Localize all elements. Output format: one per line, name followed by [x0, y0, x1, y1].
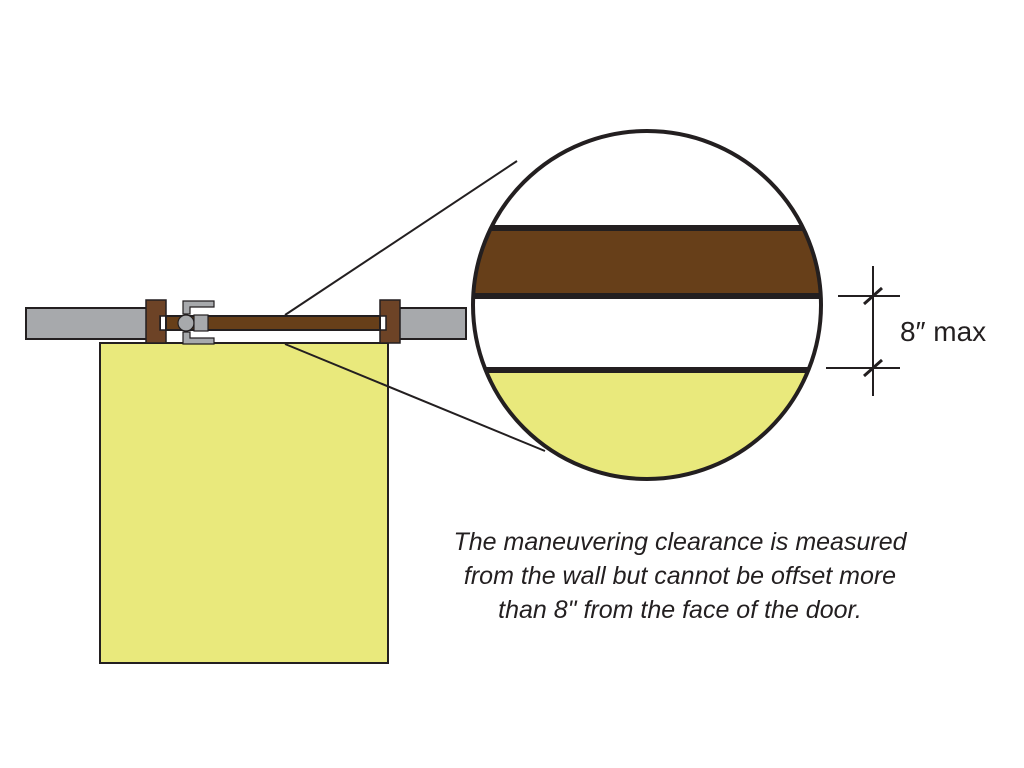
detail-door-band — [473, 228, 821, 296]
wall-left — [25, 307, 161, 340]
detail-clearance-band — [473, 370, 821, 479]
dimension-marker: 8″ max — [826, 266, 986, 396]
caption-line-3: than 8" from the face of the door. — [498, 596, 862, 624]
caption-line-1: The maneuvering clearance is measured — [453, 528, 907, 556]
magnified-detail — [471, 129, 823, 481]
door-frame-right — [379, 299, 401, 344]
door-leaf — [165, 315, 381, 331]
caption-line-2: from the wall but cannot be offset more — [463, 562, 897, 590]
callout-line-lower — [284, 343, 546, 452]
maneuvering-clearance-area — [99, 342, 389, 664]
detail-circle-outline — [471, 129, 823, 481]
hinge-hardware — [177, 300, 215, 345]
door-frame-left — [145, 299, 167, 344]
caption: The maneuvering clearance is measured fr… — [400, 525, 960, 627]
dimension-label: 8″ max — [900, 316, 986, 347]
callout-line-upper — [284, 160, 518, 316]
